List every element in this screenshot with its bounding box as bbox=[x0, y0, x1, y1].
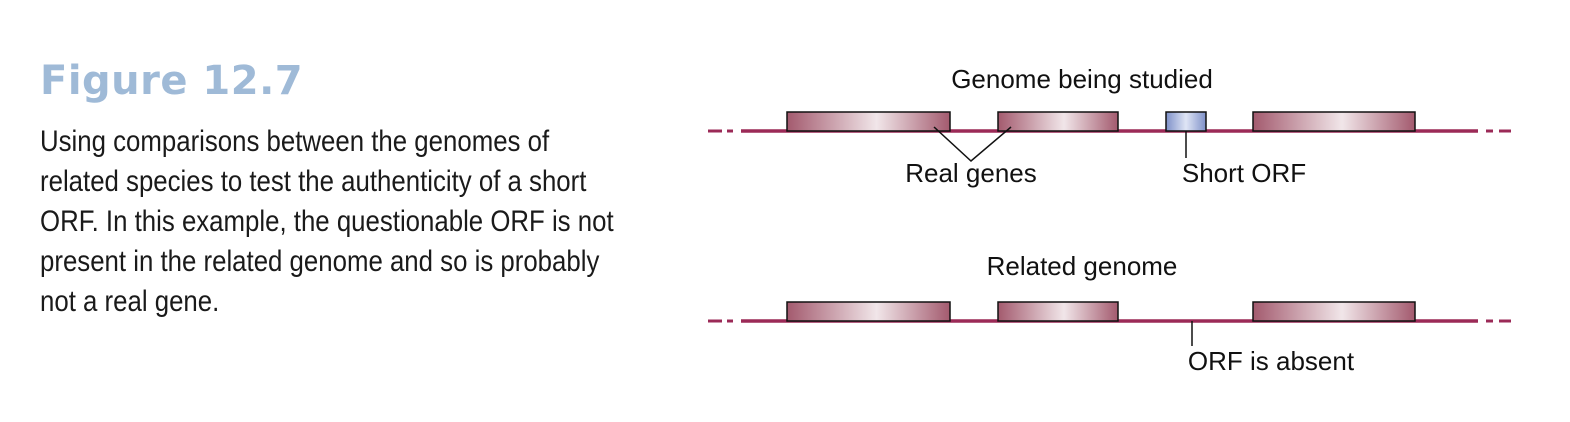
top-genome-label: Genome being studied bbox=[951, 64, 1213, 94]
related-gene-3 bbox=[1252, 301, 1416, 322]
real-genes-pointer bbox=[933, 126, 1012, 163]
real-gene-2 bbox=[997, 111, 1119, 132]
real-gene-1 bbox=[786, 111, 951, 132]
orf-absent-label: ORF is absent bbox=[1188, 346, 1355, 376]
figure-title: Figure 12.7 bbox=[40, 58, 304, 104]
caption-line: Using comparisons between the genomes of bbox=[40, 125, 550, 158]
real-genes-label: Real genes bbox=[905, 158, 1037, 188]
bottom-genome-label: Related genome bbox=[987, 251, 1178, 281]
short-orf bbox=[1165, 111, 1207, 132]
short-orf-label: Short ORF bbox=[1182, 158, 1306, 188]
related-gene-2 bbox=[997, 301, 1119, 322]
related-gene-1 bbox=[786, 301, 951, 322]
caption-line: ORF. In this example, the questionable O… bbox=[40, 205, 614, 238]
caption-line: related species to test the authenticity… bbox=[40, 165, 587, 198]
caption-line: present in the related genome and so is … bbox=[40, 245, 600, 278]
figure-caption: Using comparisons between the genomes of… bbox=[40, 122, 614, 322]
real-gene-3 bbox=[1252, 111, 1416, 132]
caption-line: not a real gene. bbox=[40, 285, 220, 318]
